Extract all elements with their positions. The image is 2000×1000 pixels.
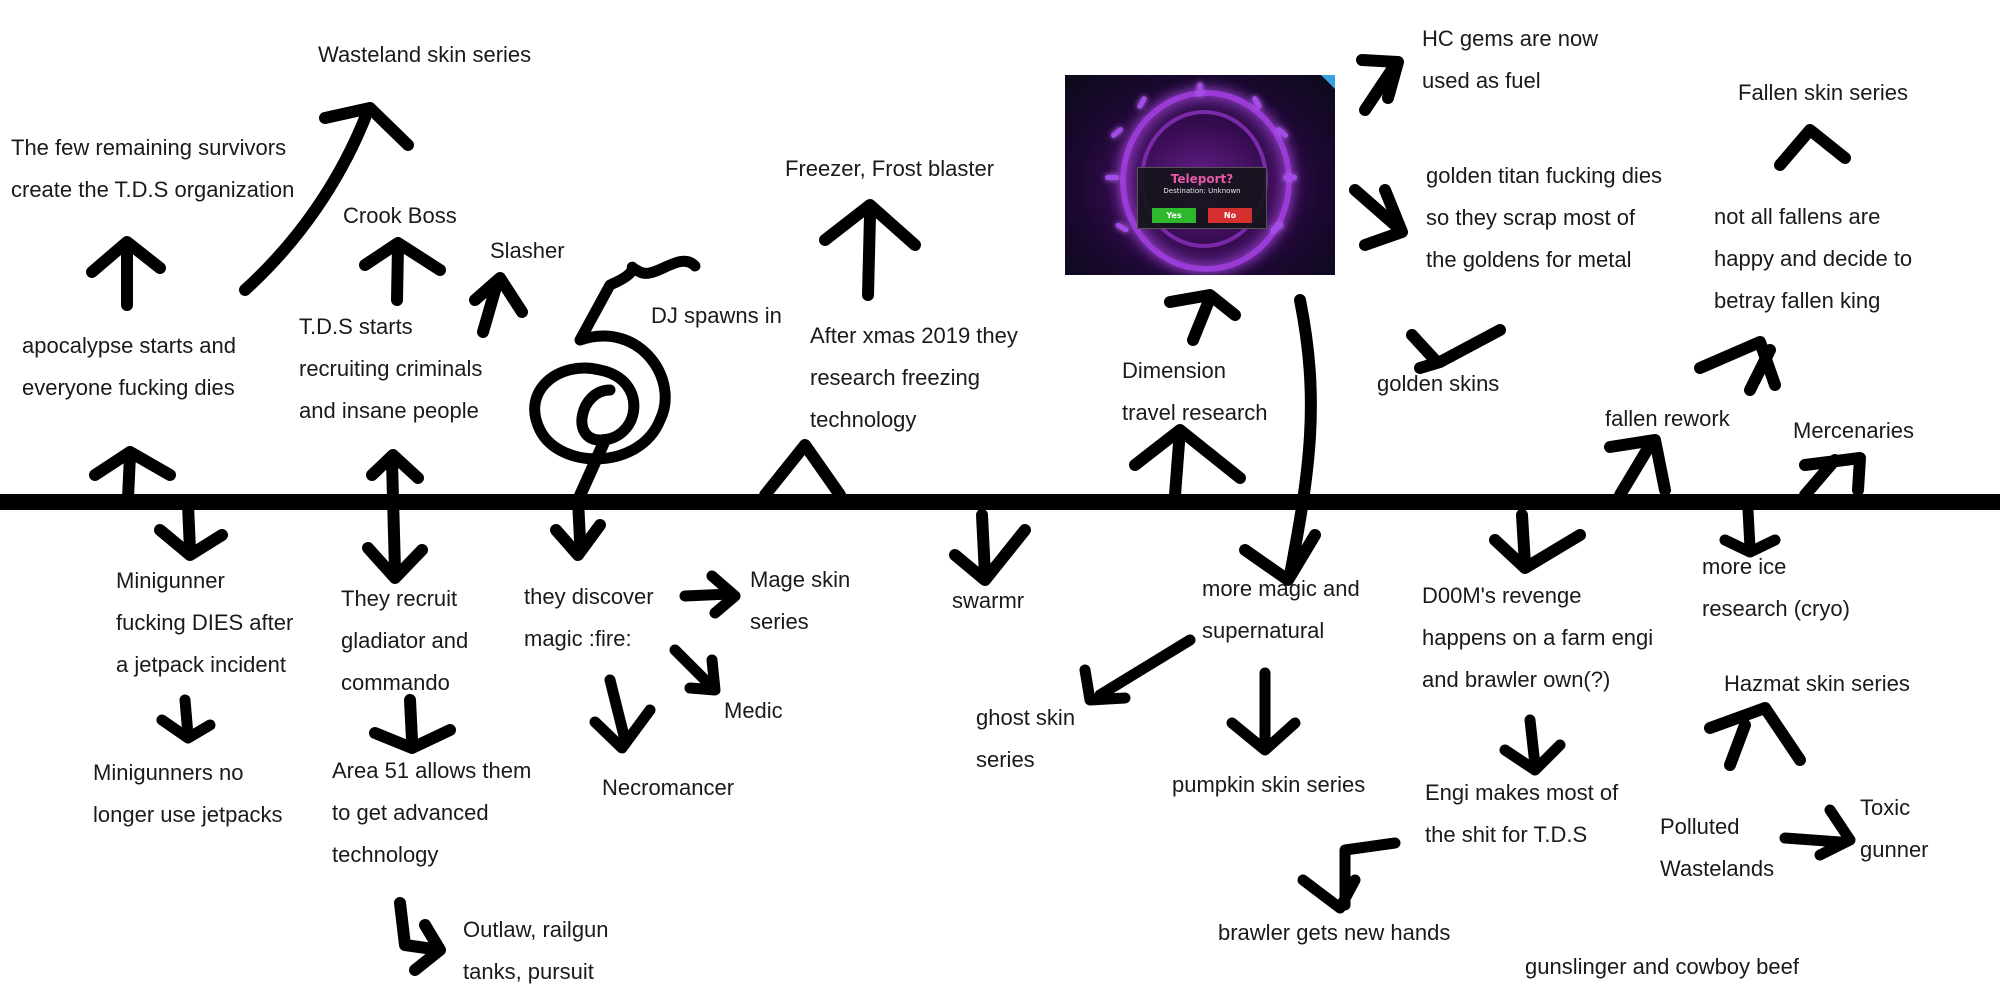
arrow-medic bbox=[669, 644, 721, 696]
arrow-up-xmas bbox=[759, 439, 846, 501]
arrow-down-ice bbox=[1719, 504, 1781, 558]
label-wasteland-skin: Wasteland skin series bbox=[318, 42, 532, 67]
arrow-mage bbox=[679, 570, 741, 619]
portal-light bbox=[1110, 126, 1124, 139]
arrow-golden-titan bbox=[1349, 184, 1408, 251]
arrow-down-doom bbox=[1489, 509, 1586, 574]
arrow-up-fallens bbox=[1694, 336, 1781, 396]
label-golden-skins: golden skins bbox=[1377, 371, 1500, 396]
arrow-down-minigunner bbox=[154, 499, 228, 561]
arrow-up-hazmat bbox=[1704, 702, 1806, 771]
label-necromancer: Necromancer bbox=[602, 775, 735, 800]
arrow-wasteland-curve bbox=[239, 102, 414, 296]
portal-light bbox=[1283, 175, 1297, 180]
arrow-down-area51 bbox=[369, 694, 456, 754]
teleport-screenshot: Teleport? Destination: Unknown Yes No bbox=[1065, 75, 1335, 275]
arrow-down-supernatural bbox=[1239, 294, 1321, 586]
label-freezer: Freezer, Frost blaster bbox=[785, 156, 995, 181]
label-crook-boss: Crook Boss bbox=[343, 203, 457, 228]
screenshot-corner-mark bbox=[1321, 75, 1335, 89]
arrow-up-freezer bbox=[819, 199, 921, 301]
label-hazmat-skin: Hazmat skin series bbox=[1724, 671, 1910, 696]
arrow-down-swarmr bbox=[949, 509, 1031, 586]
label-dj-spawns: DJ spawns in bbox=[651, 303, 782, 328]
label-mercenaries: Mercenaries bbox=[1793, 418, 1915, 443]
arrow-toxic bbox=[1779, 804, 1856, 861]
arrow-down-outlaw bbox=[394, 897, 446, 976]
label-fallen-rework: fallen rework bbox=[1605, 406, 1730, 431]
label-gunslinger: gunslinger and cowboy beef bbox=[1525, 954, 1799, 979]
label-swarmr: swarmr bbox=[952, 588, 1025, 613]
arrow-down-dj bbox=[550, 434, 611, 561]
arrow-necromancer bbox=[589, 674, 656, 754]
arrow-up-screenshot bbox=[1164, 289, 1241, 346]
teleport-dialog-title: Teleport? bbox=[1170, 172, 1234, 186]
portal-light bbox=[1136, 95, 1148, 110]
teleport-yes-button: Yes bbox=[1152, 208, 1196, 223]
arrow-up-slasher bbox=[469, 272, 528, 338]
portal-light bbox=[1197, 82, 1203, 97]
portal-light bbox=[1105, 175, 1119, 180]
portal-ring bbox=[1120, 90, 1292, 272]
arrow-down-minigunners-no bbox=[156, 694, 216, 744]
arrow-up-fallen-rework bbox=[1604, 434, 1671, 501]
portal-light bbox=[1114, 221, 1130, 234]
label-slasher: Slasher bbox=[490, 238, 565, 263]
label-brawler-hands: brawler gets new hands bbox=[1218, 920, 1451, 945]
teleport-no-button: No bbox=[1208, 208, 1252, 223]
arrow-ghost bbox=[1079, 634, 1196, 706]
arrow-up-dimension bbox=[1129, 424, 1246, 501]
label-pumpkin-skin: pumpkin skin series bbox=[1172, 772, 1366, 797]
arrow-brawler bbox=[1297, 837, 1401, 914]
arrow-down-engi bbox=[1499, 714, 1566, 776]
label-medic: Medic bbox=[724, 698, 783, 723]
arrow-mercenaries bbox=[1799, 452, 1866, 501]
arrow-hc-gems bbox=[1356, 54, 1404, 116]
arrow-up-apocalypse bbox=[89, 446, 176, 504]
label-fallen-skin: Fallen skin series bbox=[1738, 80, 1908, 105]
teleport-dialog-subtitle: Destination: Unknown bbox=[1163, 187, 1241, 195]
arrow-up-crook bbox=[359, 237, 446, 306]
arrow-golden-skins bbox=[1406, 324, 1506, 374]
dj-five-scribble bbox=[529, 255, 701, 465]
arrow-pumpkin bbox=[1226, 667, 1301, 756]
arrow-up-fallen-skin bbox=[1774, 124, 1851, 171]
arrow-double-tds bbox=[362, 449, 428, 584]
teleport-dialog: Teleport? Destination: Unknown Yes No bbox=[1137, 167, 1267, 229]
arrow-up-survivors bbox=[86, 236, 166, 311]
